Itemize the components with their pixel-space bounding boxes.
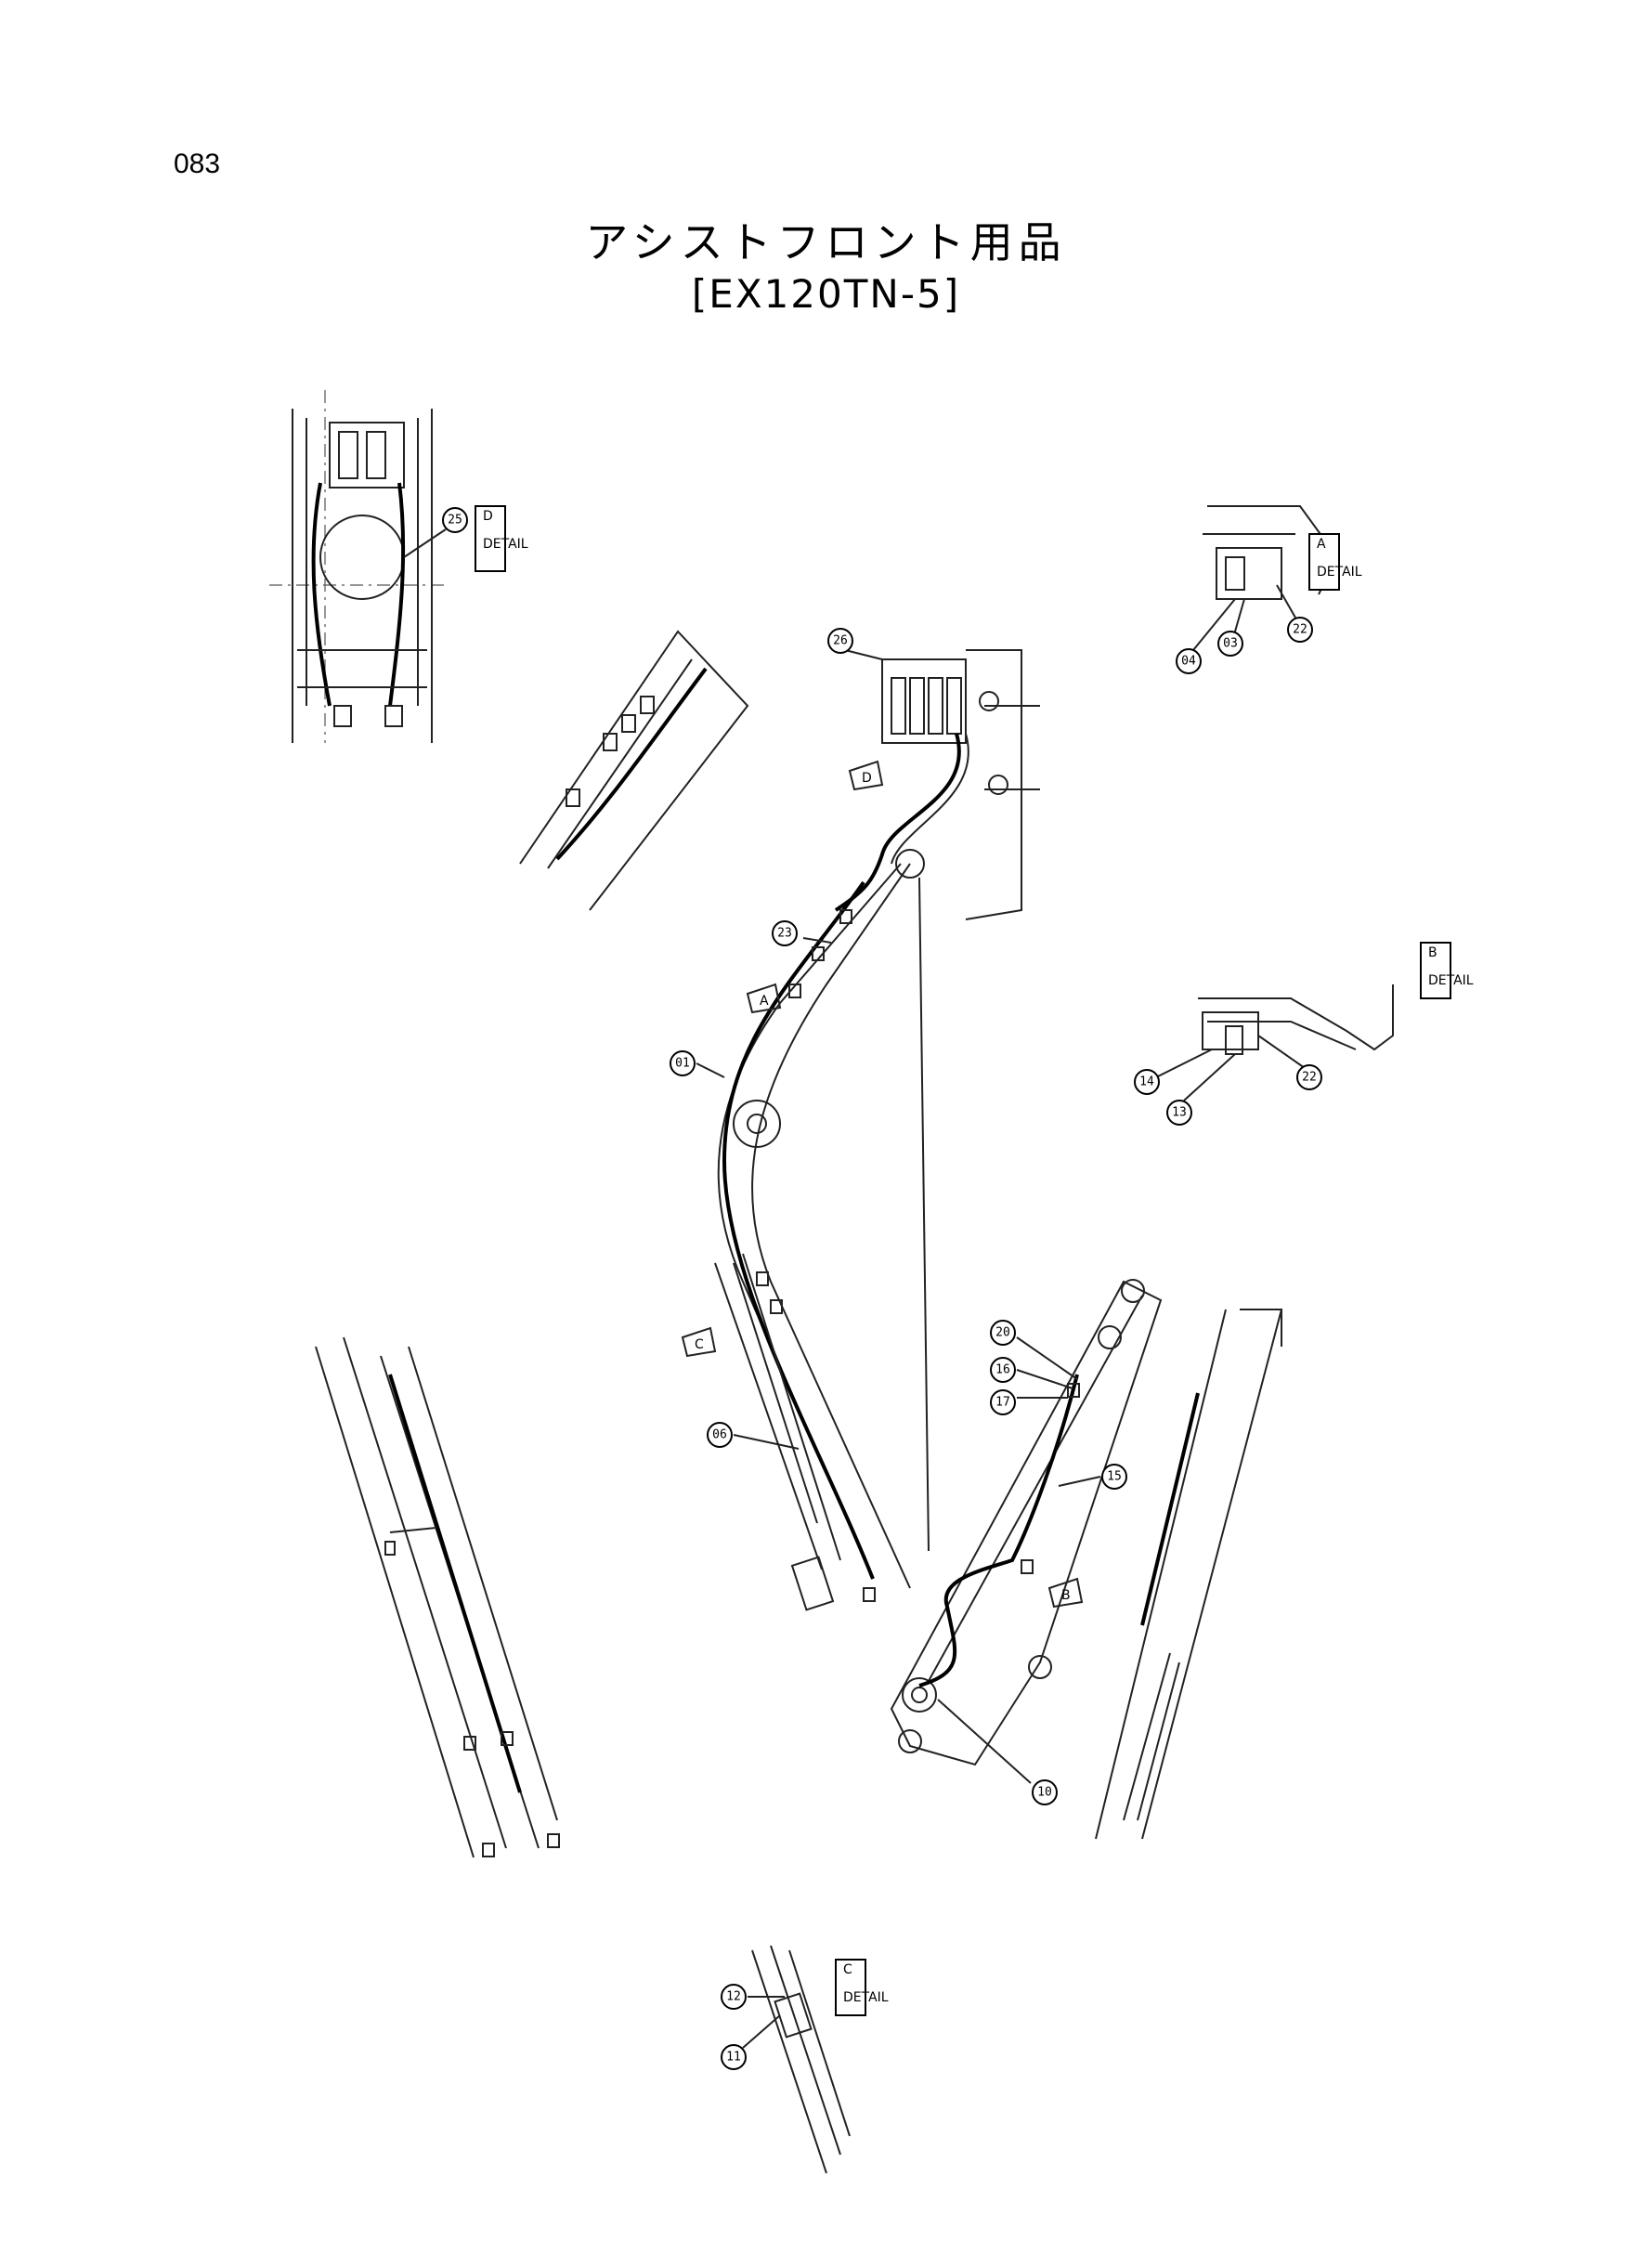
balloon-01: 01 [670, 1050, 696, 1076]
control-valve: 26 [827, 628, 1040, 920]
arm: 20 16 17 15 10 [890, 1279, 1163, 1805]
svg-text:D: D [862, 771, 872, 786]
svg-text:22: 22 [1293, 623, 1307, 637]
balloon-17: 17 [990, 1389, 1016, 1415]
balloon-23: 23 [772, 920, 798, 946]
svg-text:DETAIL: DETAIL [843, 1990, 889, 2005]
main-boom: 23 01 [670, 849, 930, 1602]
svg-text:15: 15 [1107, 1470, 1122, 1484]
detail-b-view: 14 13 22 B DETAIL [1134, 942, 1474, 1126]
svg-text:B: B [1061, 1588, 1071, 1603]
svg-text:C: C [695, 1337, 704, 1352]
svg-text:26: 26 [833, 634, 848, 648]
svg-text:04: 04 [1181, 655, 1196, 669]
detail-d-tag: D DETAIL [475, 505, 528, 572]
svg-text:13: 13 [1172, 1106, 1187, 1120]
view-marker-c: C [681, 1326, 717, 1358]
svg-text:DETAIL: DETAIL [1428, 973, 1474, 988]
balloon-25: 25 [442, 507, 468, 533]
balloon-22-b: 22 [1296, 1064, 1322, 1090]
svg-text:DETAIL: DETAIL [483, 537, 528, 552]
page-title: アシストフロント用品 [585, 217, 1067, 267]
detail-a-view: 04 03 22 A DETAIL [1176, 505, 1362, 674]
balloon-14: 14 [1134, 1069, 1160, 1095]
svg-text:DETAIL: DETAIL [1317, 565, 1362, 580]
svg-text:01: 01 [675, 1057, 690, 1071]
view-marker-d: D [848, 760, 884, 791]
balloon-16: 16 [990, 1357, 1016, 1383]
arm-side-view-right [1095, 1309, 1282, 1840]
detail-b-tag: B DETAIL [1420, 942, 1474, 999]
svg-text:25: 25 [448, 514, 462, 528]
svg-text:A: A [760, 994, 769, 1009]
svg-text:B: B [1428, 945, 1437, 960]
svg-text:12: 12 [726, 1990, 741, 2004]
boom-top-view [519, 630, 749, 911]
boom-cylinder: 06 [707, 1253, 841, 1611]
svg-text:D: D [483, 509, 493, 524]
balloon-13: 13 [1166, 1100, 1192, 1126]
balloon-04: 04 [1176, 648, 1202, 674]
view-marker-a: A [746, 983, 782, 1014]
detail-c-view: 12 11 C DETAIL [721, 1945, 889, 2174]
balloon-06: 06 [707, 1422, 733, 1448]
svg-text:11: 11 [726, 2051, 741, 2065]
svg-text:03: 03 [1223, 637, 1238, 651]
svg-text:10: 10 [1037, 1786, 1052, 1800]
page-number: 083 [174, 149, 221, 179]
balloon-22-a: 22 [1287, 617, 1313, 643]
balloon-26: 26 [827, 628, 853, 654]
view-marker-b: B [1047, 1577, 1084, 1609]
detail-d-view: 25 D DETAIL [269, 390, 528, 743]
svg-text:22: 22 [1302, 1071, 1317, 1085]
balloon-03: 03 [1217, 631, 1243, 657]
model-subtitle: [EX120TN-5] [691, 271, 961, 317]
balloon-15: 15 [1101, 1464, 1127, 1490]
svg-text:23: 23 [777, 927, 792, 941]
svg-text:C: C [843, 1962, 852, 1977]
svg-text:16: 16 [995, 1363, 1010, 1377]
balloon-11: 11 [721, 2044, 747, 2070]
svg-text:20: 20 [995, 1326, 1010, 1340]
svg-text:06: 06 [712, 1428, 727, 1442]
balloon-10: 10 [1032, 1779, 1058, 1805]
detail-a-tag: A DETAIL [1308, 533, 1362, 591]
balloon-20: 20 [990, 1320, 1016, 1346]
detail-c-tag: C DETAIL [835, 1959, 889, 2016]
svg-text:14: 14 [1139, 1075, 1154, 1089]
balloon-12: 12 [721, 1984, 747, 2010]
svg-text:17: 17 [995, 1396, 1010, 1410]
arm-side-view-left [315, 1336, 560, 1858]
svg-text:A: A [1317, 537, 1326, 552]
